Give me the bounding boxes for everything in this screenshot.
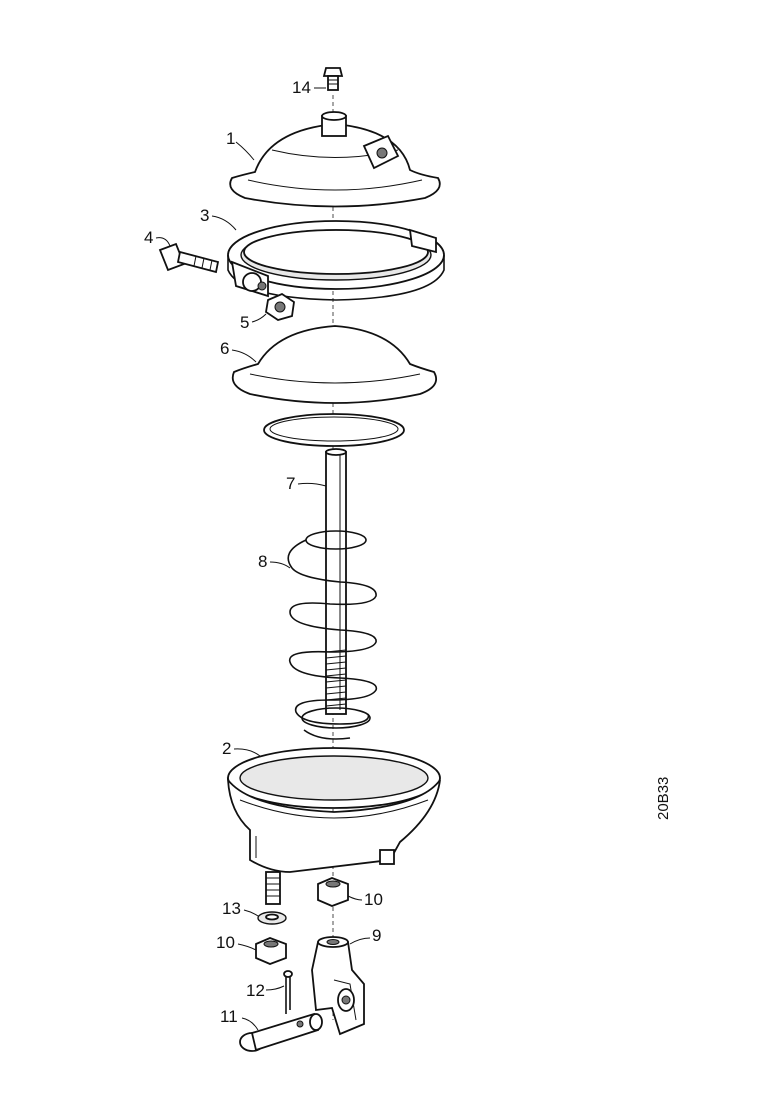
upper-housing [229, 111, 441, 208]
diaphragm [231, 325, 438, 404]
lock-washer [257, 911, 287, 925]
callout-8-label: 8 [258, 552, 267, 571]
bleed-screw [322, 67, 344, 91]
clamp-bolt [158, 242, 220, 274]
callout-6-label: 6 [220, 339, 229, 358]
callout-8: 8 [258, 552, 291, 571]
callout-1: 1 [226, 129, 255, 161]
seal-plate [263, 413, 405, 447]
callout-2: 2 [222, 739, 261, 758]
clevis-pin [239, 1012, 323, 1052]
callout-5-label: 5 [240, 313, 249, 332]
callout-3: 3 [200, 206, 237, 231]
clevis-fork [311, 936, 365, 1036]
callout-12: 12 [246, 981, 285, 1000]
callout-11-label: 11 [220, 1007, 238, 1026]
nut-right [317, 877, 349, 907]
callout-9-label: 9 [372, 926, 381, 945]
callout-6: 6 [220, 339, 257, 363]
callout-12-label: 12 [246, 981, 265, 1000]
clamp-ring [227, 220, 445, 301]
callout-1-label: 1 [226, 129, 235, 148]
mounting-stud [265, 871, 281, 905]
callout-10-left-label: 10 [216, 933, 235, 952]
callout-13-label: 13 [222, 899, 241, 918]
callout-5: 5 [240, 313, 267, 332]
callout-13: 13 [222, 899, 259, 918]
callout-7-label: 7 [286, 474, 295, 493]
callout-4-label: 4 [144, 228, 153, 247]
callout-14-label: 14 [292, 78, 311, 97]
lower-housing [226, 747, 441, 873]
callout-10-left: 10 [216, 933, 257, 952]
cotter-pin [283, 970, 293, 1014]
nut-left [255, 937, 287, 965]
drawing-number: 20B33 [655, 777, 672, 820]
callout-10-right-label: 10 [364, 890, 383, 909]
callout-11: 11 [220, 1007, 259, 1031]
return-spring [287, 530, 378, 740]
callout-14: 14 [292, 78, 326, 97]
callout-10-right: 10 [347, 890, 383, 909]
callout-2-label: 2 [222, 739, 231, 758]
callout-9: 9 [349, 926, 381, 945]
callout-7: 7 [286, 474, 327, 493]
callout-4: 4 [144, 228, 171, 247]
callout-3-label: 3 [200, 206, 209, 225]
clamp-nut [265, 292, 295, 321]
